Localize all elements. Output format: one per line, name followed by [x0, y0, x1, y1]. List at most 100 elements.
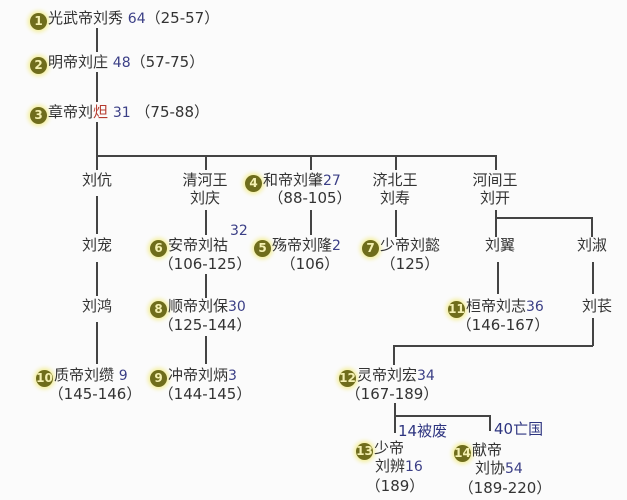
age: 30: [228, 299, 246, 315]
emperor-8-reign: （125-144）: [158, 316, 252, 334]
emperor-11-reign: （146-167）: [456, 316, 550, 334]
title: 清河王: [182, 171, 228, 189]
number-badge: 2: [30, 57, 47, 74]
connector: [205, 336, 207, 364]
reign: （57-75）: [130, 53, 205, 71]
title: 少帝: [374, 439, 405, 457]
title: 河间王: [472, 171, 518, 189]
name: 章帝刘: [48, 103, 94, 121]
connector: [96, 155, 496, 157]
emperor-14-reign: （189-220）: [458, 479, 552, 497]
connector: [96, 262, 98, 296]
connector: [591, 217, 593, 237]
name: 灵帝刘宏: [357, 366, 418, 384]
name: 顺帝刘保: [168, 297, 229, 315]
connector: [395, 210, 397, 237]
emperor-6-age: 32: [230, 223, 248, 239]
connector: [96, 196, 98, 234]
age: 2: [332, 238, 341, 254]
number-badge: 3: [30, 107, 47, 124]
person-liu-chong: 刘宠: [81, 236, 113, 254]
emperor-11: 11桓帝刘志36: [448, 297, 544, 318]
person-liu-shu: 刘淑: [576, 236, 608, 254]
person-liu-chang: 刘苌: [581, 297, 613, 315]
number-badge: 14: [454, 445, 471, 462]
connector: [393, 345, 593, 347]
connector: [395, 155, 397, 170]
person-qinghe: 清河王刘庆: [182, 171, 227, 207]
reign: （75-88）: [135, 103, 210, 121]
connector: [489, 415, 491, 431]
name: 冲帝刘炳: [168, 366, 229, 384]
deposed-note: 14被废: [398, 422, 448, 440]
emperor-7-reign: （125）: [380, 255, 440, 273]
number-badge: 7: [362, 240, 379, 257]
age: 36: [526, 299, 544, 315]
name: 刘辨: [375, 457, 406, 475]
name: 刘庆: [189, 189, 221, 207]
emperor-14: 14献帝: [454, 441, 502, 462]
number-badge: 11: [448, 301, 465, 318]
connector: [495, 210, 497, 237]
age: 54: [505, 461, 523, 477]
dynasty-fall-note: 40亡国: [494, 420, 544, 438]
emperor-6-reign: （106-125）: [158, 255, 252, 273]
name: 光武帝刘秀: [48, 9, 124, 27]
connector: [310, 155, 312, 170]
number-badge: 8: [150, 301, 167, 318]
number-badge: 5: [254, 240, 271, 257]
age: 64: [127, 11, 146, 27]
reign: （25-57）: [145, 9, 220, 27]
emperor-12-reign: （167-189）: [345, 385, 439, 403]
number-badge: 6: [150, 240, 167, 257]
number-badge: 12: [339, 370, 356, 387]
name: 刘寿: [379, 189, 411, 207]
person-hejian: 河间王刘开: [472, 171, 517, 207]
person-liu-hong: 刘鸿: [81, 297, 113, 315]
title: 济北王: [372, 171, 418, 189]
age: 34: [417, 368, 435, 384]
name: 少帝刘懿: [380, 236, 441, 254]
age: 3: [228, 368, 237, 384]
connector: [497, 262, 499, 294]
number-badge: 1: [30, 13, 47, 30]
connector: [205, 274, 207, 298]
connector: [393, 345, 395, 365]
person-jibei: 济北王刘寿: [372, 171, 417, 207]
connector: [592, 318, 594, 346]
emperor-12: 12灵帝刘宏34: [339, 366, 435, 387]
name: 殇帝刘隆: [272, 236, 333, 254]
number-badge: 13: [356, 443, 373, 460]
age: 31: [112, 105, 131, 121]
emperor-10: 10质帝刘缵 9: [36, 366, 128, 387]
connector: [495, 155, 497, 170]
connector: [96, 322, 98, 364]
name: 刘开: [479, 189, 511, 207]
connector: [205, 155, 207, 170]
connector: [394, 415, 490, 417]
age: 9: [118, 368, 128, 384]
emperor-9-reign: （144-145）: [158, 385, 252, 403]
age: 48: [112, 55, 131, 71]
number-badge: 4: [245, 175, 262, 192]
age: 16: [405, 459, 423, 475]
connector: [310, 210, 312, 235]
name: 质帝刘缵: [54, 366, 115, 384]
connector: [394, 403, 396, 433]
connector: [592, 262, 594, 294]
title: 献帝: [472, 441, 503, 459]
connector: [96, 155, 98, 170]
emperor-13-reign: （189）: [365, 477, 425, 495]
name: 和帝刘肇: [263, 171, 324, 189]
connector: [205, 210, 207, 235]
emperor-13-name: 刘辨16: [375, 457, 423, 476]
emperor-5-reign: （106）: [280, 255, 340, 273]
